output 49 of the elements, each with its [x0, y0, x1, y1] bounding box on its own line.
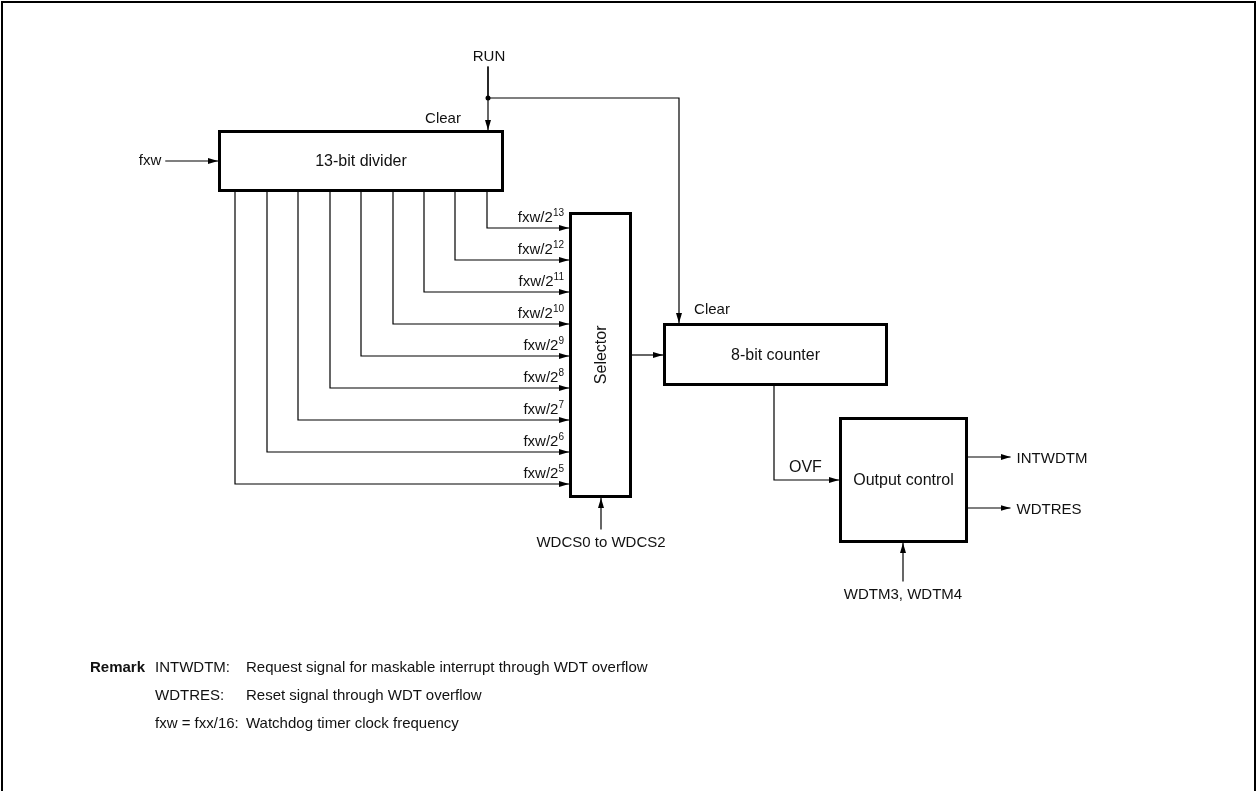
signal-label: WDTRES: [1016, 499, 1082, 517]
arrow: [423, 191, 570, 295]
arrow: [392, 191, 570, 327]
arrow: [900, 542, 906, 583]
arrow: [454, 191, 570, 263]
signal-label: WDCS0 to WDCS2: [536, 532, 666, 550]
edge-label: fxw/2$^{7}$: [522, 400, 565, 417]
selector-block: [569, 212, 632, 498]
arrow: [486, 191, 570, 231]
arrow: [967, 505, 1012, 511]
arrow: [631, 352, 664, 358]
arrow: [297, 191, 570, 423]
edge-label: fxw/2$^{6}$: [522, 432, 565, 449]
term-label: fxw = fxx/16:: [155, 713, 239, 731]
output-control-block: [839, 417, 968, 543]
arrow: [598, 497, 604, 531]
arrow: [234, 191, 570, 487]
edge-label: fxw/2$^{12}$: [516, 240, 565, 257]
edge-label: fxw/2$^{13}$: [516, 208, 565, 225]
arrow: [360, 191, 570, 359]
arrow: [164, 158, 219, 164]
definition-text: Reset signal through WDT overflow: [246, 685, 482, 703]
port-label: Clear: [694, 299, 730, 317]
port-label: Clear: [425, 108, 461, 126]
definition-text: Watchdog timer clock frequency: [246, 713, 459, 731]
block-label: 13-bit divider: [315, 151, 407, 172]
arrow: [773, 385, 840, 483]
block-label: Selector: [590, 325, 610, 385]
signal-label: fxw: [138, 150, 162, 168]
definition-text: Request signal for maskable interrupt through WDT overflow: [246, 657, 648, 675]
edge-label: fxw/2$^{9}$: [522, 336, 565, 353]
remark-heading: Remark: [90, 657, 146, 675]
divider-block: [218, 130, 504, 192]
term-label: INTWDTM:: [155, 657, 230, 675]
arrow: [329, 191, 570, 391]
edge-label: fxw/2$^{11}$: [517, 272, 565, 289]
arrow: [487, 65, 682, 324]
signal-label: WDTM3, WDTM4: [843, 584, 963, 602]
signal-label: RUN: [472, 46, 506, 64]
edge-label: fxw/2$^{5}$: [522, 464, 565, 481]
block-label: 8-bit counter: [731, 344, 820, 365]
arrow: [967, 454, 1012, 460]
edge-label: fxw/2$^{8}$: [522, 368, 565, 385]
term-label: WDTRES:: [155, 685, 225, 703]
edge-label: fxw/2$^{10}$: [516, 304, 565, 321]
signal-label: INTWDTM: [1016, 448, 1088, 466]
counter-block: [663, 323, 888, 386]
arrow: [266, 191, 570, 455]
block-label: Output control: [853, 470, 954, 491]
